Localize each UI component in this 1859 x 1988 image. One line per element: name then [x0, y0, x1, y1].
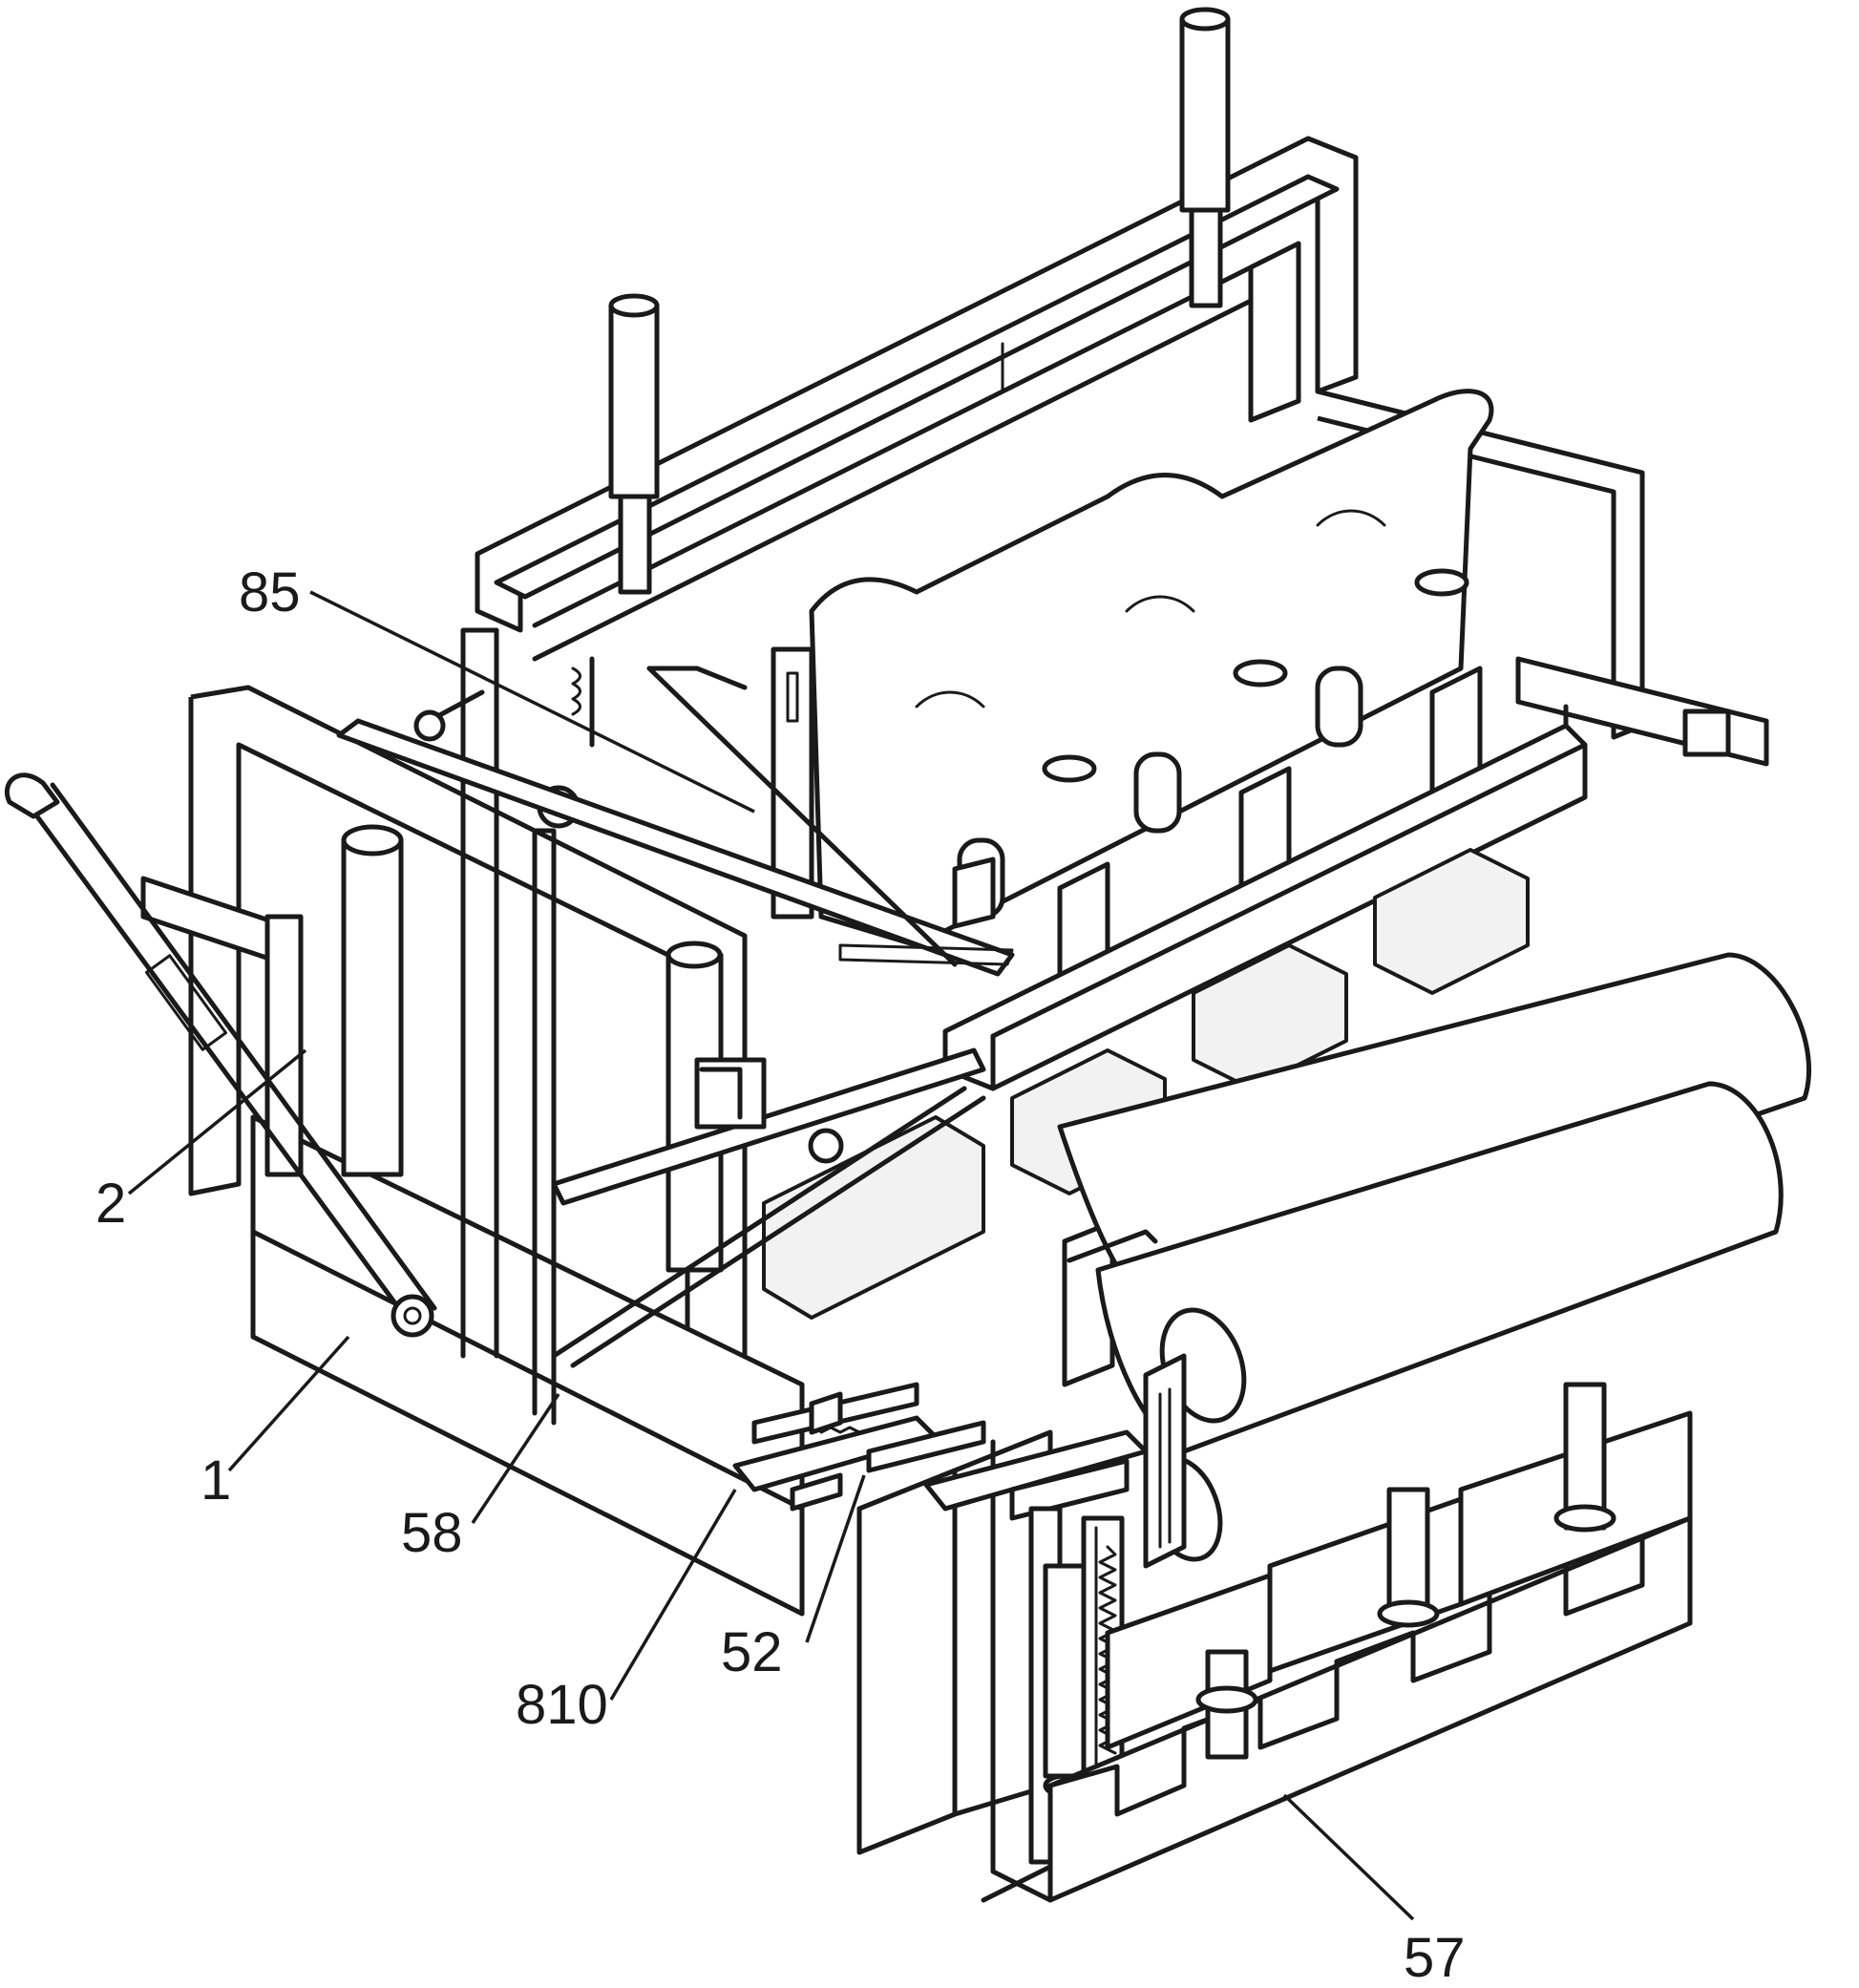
label-810: 810 [516, 1674, 608, 1736]
label-58: 58 [401, 1502, 463, 1564]
label-52: 52 [721, 1621, 783, 1683]
label-57: 57 [1404, 1927, 1466, 1988]
leader-58 [473, 1394, 559, 1523]
leader-810 [611, 1490, 735, 1700]
rollers [1060, 955, 1809, 1570]
label-1: 1 [201, 1449, 231, 1512]
leader-57 [1284, 1795, 1413, 1919]
label-2: 2 [95, 1173, 126, 1235]
label-85: 85 [239, 561, 301, 624]
